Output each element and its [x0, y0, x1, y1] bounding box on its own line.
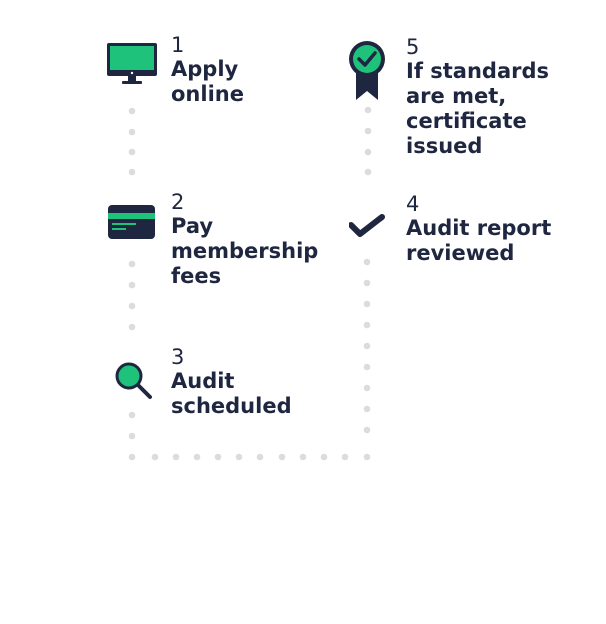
connector-dot: [128, 323, 136, 331]
credit-card-icon: [108, 205, 155, 239]
connector-dot: [128, 302, 136, 310]
step-4: 4 Audit report reviewed: [406, 192, 551, 266]
connector-dot: [128, 107, 136, 115]
step-title-line: scheduled: [171, 394, 292, 418]
step-title-line: are met,: [406, 84, 507, 108]
connector-dot: [363, 453, 371, 461]
award-badge-icon: [349, 41, 385, 100]
step-title-line: reviewed: [406, 241, 515, 265]
connector-dot: [363, 426, 371, 434]
step-title-line: If standards: [406, 59, 550, 83]
connector-dot: [128, 411, 136, 419]
connector-dot: [363, 321, 371, 329]
step-number: 5: [406, 35, 420, 59]
step-title-line: certificate: [406, 109, 527, 133]
connector-dot: [128, 281, 136, 289]
step-3: 3 Audit scheduled: [171, 345, 292, 419]
connector-dot: [214, 453, 222, 461]
connector-dot: [364, 106, 372, 114]
connector-dot: [151, 453, 159, 461]
step-title-line: Audit report: [406, 216, 552, 240]
step-number: 3: [171, 345, 185, 369]
checkmark-icon: [349, 214, 385, 237]
connector-dot: [341, 453, 349, 461]
connector-dot: [363, 300, 371, 308]
connector-dot: [172, 453, 180, 461]
connector-dot: [235, 453, 243, 461]
connector-dot: [363, 258, 371, 266]
step-1: 1 Apply online: [171, 33, 244, 107]
step-title-line: issued: [406, 134, 483, 158]
connector-dot: [128, 453, 136, 461]
connector-dot: [363, 384, 371, 392]
step-2: 2 Pay membership fees: [171, 190, 318, 289]
step-number: 2: [171, 190, 185, 214]
magnifier-icon: [115, 362, 152, 399]
step-title-line: Apply: [171, 57, 239, 81]
connector-dot: [299, 453, 307, 461]
connector-dot: [128, 128, 136, 136]
connector-dot: [363, 405, 371, 413]
connector-dot: [364, 168, 372, 176]
monitor-icon: [107, 43, 157, 84]
step-number: 1: [171, 33, 185, 57]
connector-dot: [363, 342, 371, 350]
step-title-line: online: [171, 82, 244, 106]
connector-dot: [128, 168, 136, 176]
connector-dot: [278, 453, 286, 461]
step-number: 4: [406, 192, 420, 216]
connector-dot: [256, 453, 264, 461]
step-title-line: fees: [171, 264, 222, 288]
step-5: 5 If standards are met, certificate issu…: [406, 35, 549, 159]
step-title-line: Audit: [171, 369, 235, 393]
connector-dot: [320, 453, 328, 461]
connector-dot: [363, 363, 371, 371]
step-title-line: Pay: [171, 214, 214, 238]
connector-dot: [193, 453, 201, 461]
connector-dot: [363, 279, 371, 287]
connector-dot: [128, 260, 136, 268]
connector-dot: [364, 148, 372, 156]
step-title-line: membership: [171, 239, 319, 263]
connector-dot: [128, 432, 136, 440]
connector-dot: [128, 148, 136, 156]
connector-dot: [364, 127, 372, 135]
